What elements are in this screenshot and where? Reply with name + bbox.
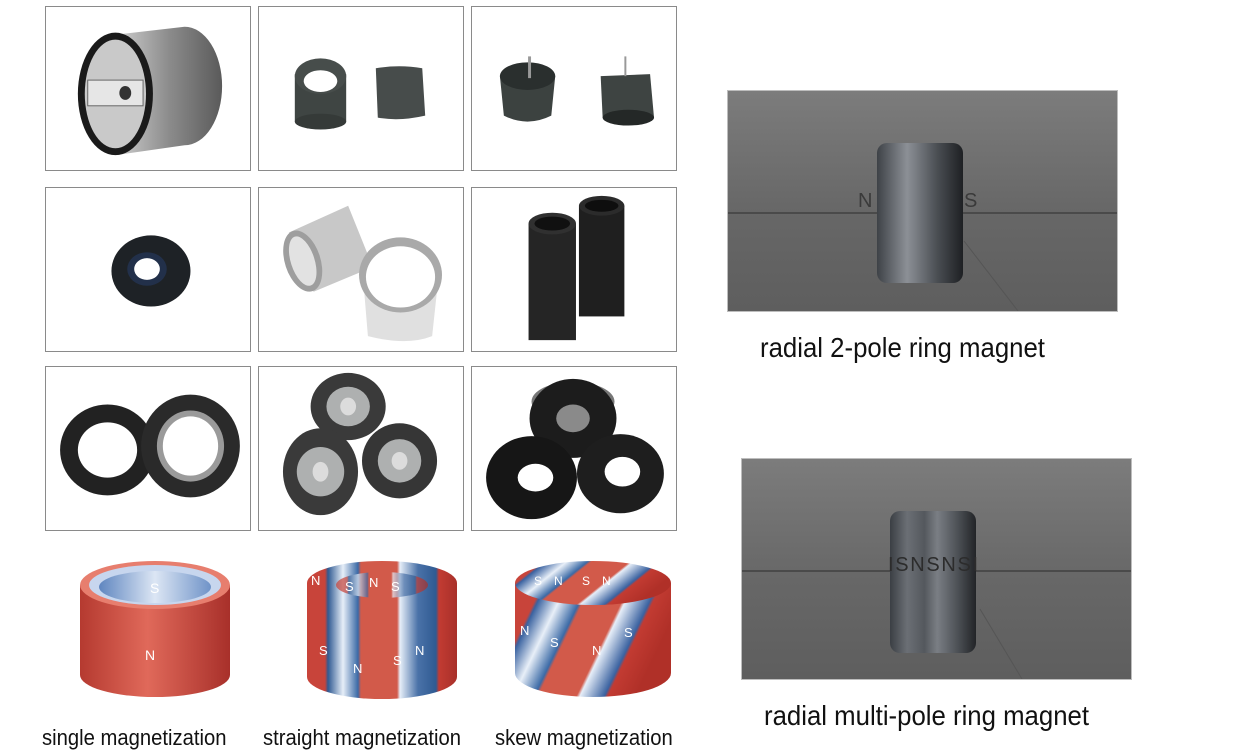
svg-text:S: S — [150, 580, 159, 596]
flange-ring-image — [111, 235, 191, 307]
svg-text:S: S — [582, 574, 590, 588]
product-injection-molded-rotor-magnets — [258, 366, 464, 531]
svg-text:S: S — [964, 190, 977, 212]
product-black-thick-ring-magnets — [471, 366, 677, 531]
svg-text:N: N — [145, 647, 155, 663]
skew-magnetization-diagram: S N S N N S N S — [510, 555, 680, 705]
svg-text:S: S — [393, 653, 402, 668]
product-rotor-magnets-with-shaft — [471, 6, 677, 171]
product-silver-ring-magnets — [258, 187, 464, 352]
skew-magnetization-label: skew magnetization — [495, 725, 673, 750]
product-black-tube-magnets — [471, 187, 677, 352]
rotor-discs-image — [282, 372, 438, 516]
svg-text:S: S — [550, 635, 559, 650]
svg-text:N: N — [602, 574, 611, 588]
rotor-magnets-image — [499, 56, 655, 126]
svg-text:S: S — [534, 574, 542, 588]
svg-text:N: N — [369, 575, 378, 590]
svg-text:N: N — [554, 574, 563, 588]
radial-multi-pole-render: ISNSNSI — [741, 458, 1132, 680]
silver-rings-image — [283, 205, 443, 342]
thick-rings-image — [486, 378, 664, 520]
svg-text:N: N — [415, 643, 424, 658]
svg-text:S: S — [391, 579, 400, 594]
black-rings-image — [60, 394, 240, 498]
black-tubes-image — [528, 195, 625, 341]
svg-text:S: S — [624, 625, 633, 640]
svg-text:N: N — [858, 190, 872, 212]
product-segment-arc-magnet-assembly — [45, 6, 251, 171]
product-black-flange-ring-magnet — [45, 187, 251, 352]
svg-text:N: N — [520, 623, 529, 638]
svg-text:N: N — [311, 573, 320, 588]
straight-magnetization-label: straight magnetization — [263, 725, 462, 750]
product-black-ring-magnets-pair — [45, 366, 251, 531]
radial-2-pole-label: radial 2-pole ring magnet — [760, 332, 1045, 363]
svg-text:ISNSNSI: ISNSNSI — [888, 554, 978, 576]
product-black-ring-and-tile-magnet — [258, 6, 464, 171]
single-magnetization-label: single magnetization — [42, 725, 227, 750]
svg-text:S: S — [345, 579, 354, 594]
radial-multi-pole-label: radial multi-pole ring magnet — [764, 700, 1090, 731]
svg-text:N: N — [353, 661, 362, 676]
svg-text:S: S — [319, 643, 328, 658]
svg-text:N: N — [592, 643, 601, 658]
ring-magnet-image — [77, 26, 223, 156]
straight-magnetization-diagram: N S N S S N S N — [297, 555, 467, 705]
single-magnetization-diagram: S N — [70, 555, 240, 705]
ring-and-tile-image — [294, 58, 426, 130]
radial-2-pole-render: N S — [727, 90, 1118, 312]
